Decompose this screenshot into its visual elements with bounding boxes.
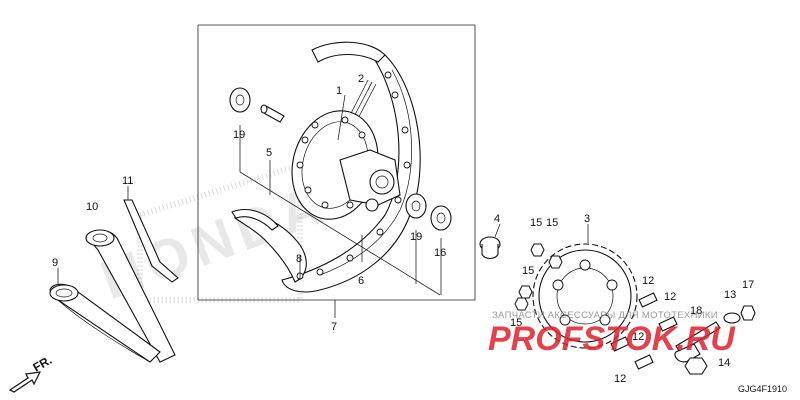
callout-labels: 1 2 3 4 5 6 7 8 9 10 11 12 12 12 12 13 1… [52,73,754,385]
watermark-subtext: ЗАПЧАСТИ АКСЕССУАРЫ ДЛЯ МОТОТЕХНИКИ [492,310,718,321]
rim-band-11 [123,186,179,283]
callout-7: 7 [331,321,337,333]
callout-5: 5 [266,147,272,159]
callout-6: 6 [358,275,364,287]
callout-9: 9 [52,257,58,269]
callout-17: 17 [742,279,754,291]
inner-tube-10 [85,229,176,363]
nut-14 [684,357,708,375]
callout-18: 18 [690,305,702,317]
diagram-code: GJG4F1910 [738,384,787,394]
callout-15d: 15 [510,317,522,329]
callout-3: 3 [584,213,590,225]
direction-label: FR. [31,353,55,375]
rim-spoke-holes [296,71,411,280]
seal-16 [430,205,452,231]
bearing-19-upper [229,87,251,113]
callout-8: 8 [296,253,302,265]
callout-4: 4 [494,213,500,225]
callout-15b: 15 [546,217,558,229]
callout-2: 2 [358,73,364,85]
nut-17 [740,305,756,321]
callout-10: 10 [86,201,98,213]
watermark-text: PROFSTOK.RU [488,320,736,358]
leader-lines [239,81,442,296]
wheel-assembly-frame [197,24,476,318]
watermark: PROFSTOK.RU ЗАПЧАСТИ АКСЕССУАРЫ ДЛЯ МОТО… [488,310,736,358]
collar-4 [479,223,501,260]
rim-band-8 [231,208,279,231]
bolt-18 [674,321,721,363]
callout-12a: 12 [642,275,654,287]
rear-rim [234,41,421,293]
nuts-15 [514,243,563,311]
axle-spacer-5 [260,104,285,123]
rear-hub [291,110,401,220]
callout-15c: 15 [522,265,534,277]
bearing-19-right [405,193,427,219]
front-direction-arrow: FR. [8,353,55,393]
bolts-12 [610,292,678,370]
callout-13: 13 [724,289,736,301]
sprocket-3 [532,224,638,349]
callout-19a: 19 [233,129,245,141]
callout-1: 1 [336,85,342,97]
callout-12d: 12 [614,373,626,385]
tire-9 [49,268,161,363]
callout-14: 14 [718,357,730,369]
callout-16: 16 [434,247,446,259]
callout-19b: 19 [410,231,422,243]
callout-12c: 12 [632,331,644,343]
washer-13 [723,312,741,324]
callout-11: 11 [122,175,133,187]
callout-15a: 15 [530,217,542,229]
callout-12b: 12 [664,291,676,303]
